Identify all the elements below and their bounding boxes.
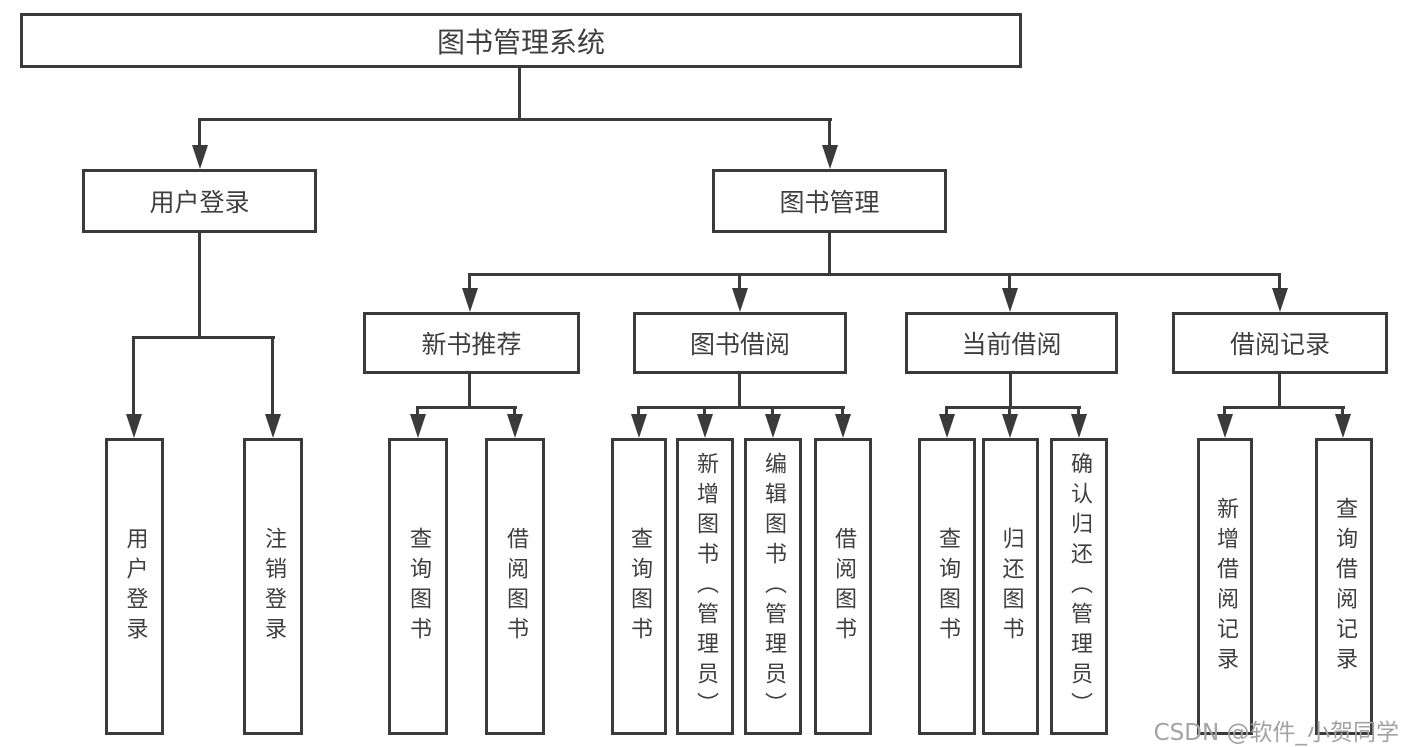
leaf-add-borrow-record: 新增借阅记录 xyxy=(1197,438,1253,735)
leaf-query-books-recommend: 查询图书 xyxy=(388,438,448,735)
arrow-down-icon xyxy=(1002,414,1018,438)
arrow-down-icon xyxy=(265,414,281,438)
arrow-down-icon xyxy=(765,414,781,438)
connector-line xyxy=(132,336,135,416)
connector-bar xyxy=(637,406,845,409)
connector-line xyxy=(841,406,844,416)
connector-bar xyxy=(132,336,275,339)
connector-line xyxy=(1223,406,1226,416)
leaf-user-login: 用户登录 xyxy=(105,438,164,735)
arrow-down-icon xyxy=(1335,414,1351,438)
node-book-borrow: 图书借阅 xyxy=(633,312,847,374)
arrow-down-icon xyxy=(507,414,523,438)
arrow-down-icon xyxy=(939,414,955,438)
connector-bar xyxy=(416,406,517,409)
arrow-down-icon xyxy=(126,414,142,438)
leaf-edit-books-admin: 编辑图书（管理员） xyxy=(744,438,802,735)
arrow-down-icon xyxy=(835,414,851,438)
arrow-down-icon xyxy=(192,145,208,169)
node-new-book-recommend: 新书推荐 xyxy=(363,312,580,374)
connector-line xyxy=(513,406,516,416)
connector-line xyxy=(198,233,201,336)
connector-line xyxy=(271,336,274,416)
node-book-management: 图书管理 xyxy=(712,169,947,233)
node-library-system: 图书管理系统 xyxy=(20,13,1022,68)
connector-line xyxy=(637,406,640,416)
arrow-down-icon xyxy=(732,288,748,312)
leaf-query-borrow-record: 查询借阅记录 xyxy=(1315,438,1373,735)
connector-line xyxy=(703,406,706,416)
connector-line xyxy=(416,406,419,416)
connector-line xyxy=(1077,406,1080,416)
arrow-down-icon xyxy=(1217,414,1233,438)
leaf-borrow-books-recommend: 借阅图书 xyxy=(485,438,545,735)
arrow-down-icon xyxy=(1272,288,1288,312)
arrow-down-icon xyxy=(410,414,426,438)
leaf-logout: 注销登录 xyxy=(243,438,303,735)
arrow-down-icon xyxy=(631,414,647,438)
node-current-borrow: 当前借阅 xyxy=(905,312,1118,374)
connector-line xyxy=(518,68,521,118)
leaf-query-books-current: 查询图书 xyxy=(918,438,976,735)
connector-line xyxy=(738,374,741,406)
leaf-borrow-books: 借阅图书 xyxy=(814,438,872,735)
connector-line xyxy=(1341,406,1344,416)
arrow-down-icon xyxy=(462,288,478,312)
connector-bar xyxy=(198,118,832,121)
connector-line xyxy=(738,273,741,291)
connector-line xyxy=(945,406,948,416)
connector-line xyxy=(468,273,471,291)
connector-line xyxy=(1278,273,1281,291)
leaf-confirm-return-admin: 确认归还（管理员） xyxy=(1050,438,1108,735)
leaf-query-books-borrow: 查询图书 xyxy=(611,438,667,735)
connector-line xyxy=(1009,374,1012,406)
leaf-return-books: 归还图书 xyxy=(982,438,1039,735)
connector-bar xyxy=(468,273,1281,276)
connector-line xyxy=(828,233,831,273)
connector-line xyxy=(198,118,201,148)
connector-line xyxy=(771,406,774,416)
arrow-down-icon xyxy=(1002,288,1018,312)
watermark: CSDN @软件_小贺同学 xyxy=(1153,720,1399,746)
node-borrow-records: 借阅记录 xyxy=(1172,312,1388,374)
arrow-down-icon xyxy=(697,414,713,438)
connector-line xyxy=(468,374,471,406)
connector-bar xyxy=(1223,406,1345,409)
connector-line xyxy=(1008,406,1011,416)
connector-line xyxy=(1008,273,1011,291)
node-user-login: 用户登录 xyxy=(82,169,317,233)
connector-line xyxy=(828,118,831,148)
connector-line xyxy=(1278,374,1281,406)
arrow-down-icon xyxy=(1071,414,1087,438)
leaf-add-books-admin: 新增图书（管理员） xyxy=(676,438,734,735)
connector-bar xyxy=(945,406,1081,409)
arrow-down-icon xyxy=(822,145,838,169)
